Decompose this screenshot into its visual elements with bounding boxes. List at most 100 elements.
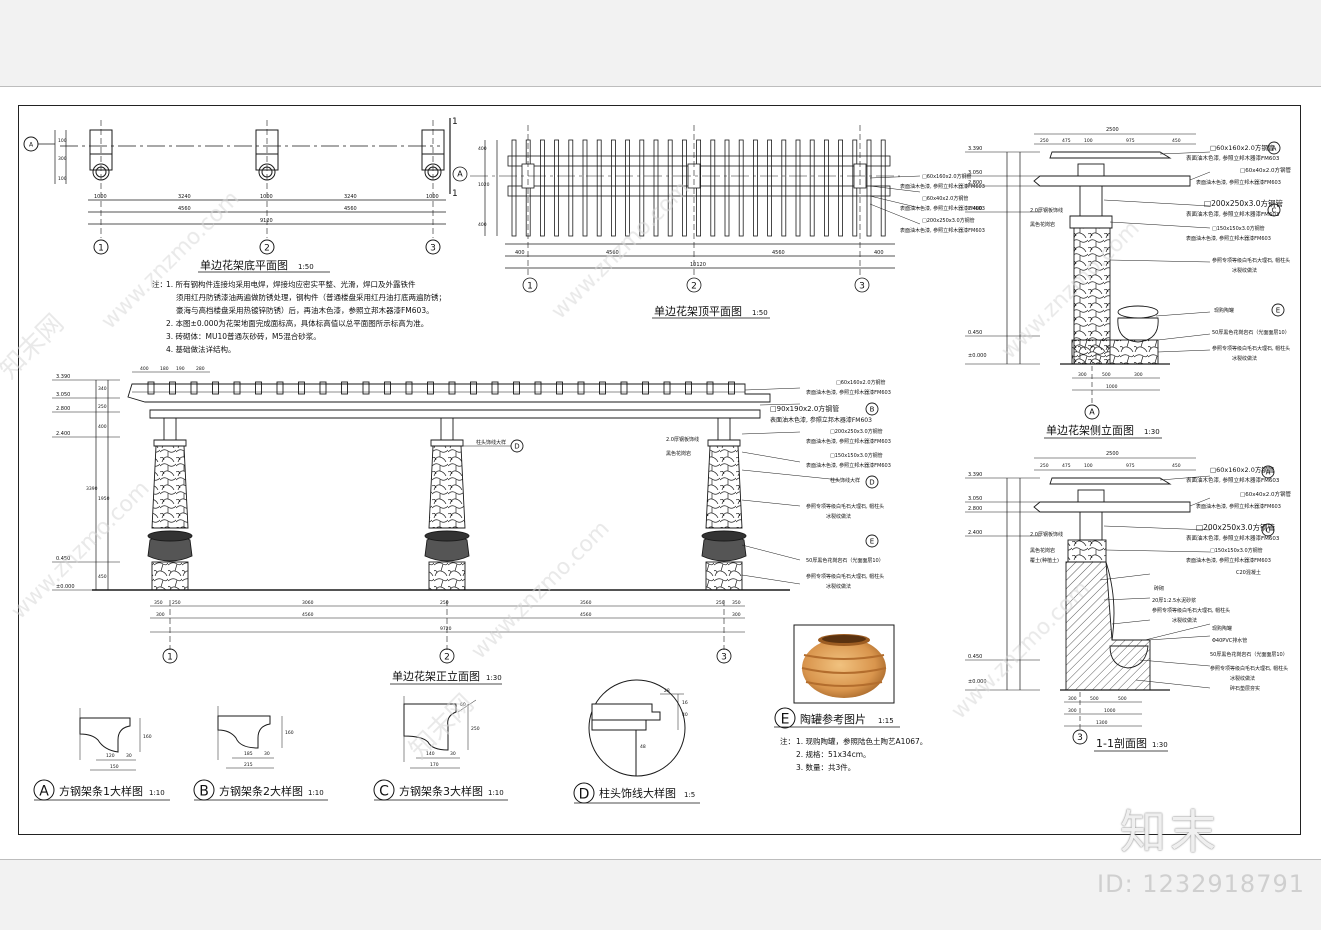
top-plan-slat xyxy=(809,139,815,237)
sec-callout-13: 冰裂纹做法 xyxy=(1172,617,1197,624)
side-callout-10: 冰裂纹做法 xyxy=(1232,267,1257,274)
svg-text:E: E xyxy=(1276,307,1280,315)
svg-text:3: 3 xyxy=(1077,733,1083,743)
front-rafter-block xyxy=(642,381,649,395)
front-left-dim-4: 3390 xyxy=(86,486,98,492)
front-rafter-block xyxy=(298,381,305,395)
top-plan-slat xyxy=(667,139,673,237)
side-elev-scale: 1:30 xyxy=(1144,428,1160,436)
front-bot-dim-3: 3060 xyxy=(302,600,314,606)
front-rafter-block xyxy=(362,381,370,395)
top-plan-slat xyxy=(554,139,559,237)
front-callout-10: 参照专项等级白毛石大理石, 帽柱头 xyxy=(806,503,884,510)
svg-text:A: A xyxy=(1089,408,1095,417)
section-title: 1-1剖面图 xyxy=(1096,736,1147,750)
detail-b-title: 方钢架条2大样图 xyxy=(219,784,303,798)
base-plan-column-1 xyxy=(89,129,113,181)
front-callout-13: 参照专项等级白毛石大理石, 帽柱头 xyxy=(806,573,884,580)
detail-b-dim-3: 215 xyxy=(244,762,253,768)
front-rafter-block xyxy=(470,381,477,395)
top-plan-slat xyxy=(824,139,829,237)
base-dim-1: 1000 xyxy=(94,194,107,200)
side-elev-title: 单边花架侧立面图 xyxy=(1046,423,1134,437)
svg-text:C: C xyxy=(1272,207,1277,215)
sec-callout-10: 砖砌 xyxy=(1154,585,1164,592)
sec-callout-3: □60x40x2.0方钢管 xyxy=(1240,490,1291,498)
front-callout-9: 柱头饰线大样 xyxy=(830,477,860,484)
front-axis-3: 3 xyxy=(721,653,727,663)
svg-text:C: C xyxy=(1266,527,1271,535)
sec-top-dim-1: 250 xyxy=(1040,463,1049,469)
side-callout-3: □60x40x2.0方钢管 xyxy=(1240,166,1291,174)
detail-a-dim-4: 160 xyxy=(143,734,152,740)
side-level-2: 3.050 xyxy=(968,170,982,176)
front-rafter-block xyxy=(319,381,327,395)
front-level-5: 0.450 xyxy=(56,556,70,562)
sec-callout-6: 表面油木色漆, 参照立邦木器漆FM603 xyxy=(1186,534,1280,542)
detail-b-dim-1: 185 xyxy=(244,751,253,757)
base-dim-2: 3240 xyxy=(178,194,191,200)
top-plan-slat xyxy=(738,139,744,237)
side-bot-dim-2: 500 xyxy=(1102,372,1111,378)
front-levels-left xyxy=(52,379,120,591)
base-plan-column-3 xyxy=(421,129,445,181)
sec-level-5: 0.450 xyxy=(968,654,982,660)
side-level-3: 2.800 xyxy=(968,180,982,186)
sec-level-2: 3.050 xyxy=(968,496,982,502)
detail-c-scale: 1:10 xyxy=(488,789,504,797)
sec-top-dim-3: 100 xyxy=(1084,463,1093,469)
sec-level-4: 2.400 xyxy=(968,530,982,536)
front-rafter-block xyxy=(448,381,456,395)
top-callout-2: 表面油木色漆, 参照立邦木器漆FM603 xyxy=(900,183,985,190)
side-callout-7: □150x150x3.0方钢管 xyxy=(1212,225,1265,232)
detail-c-letter: C xyxy=(379,784,389,800)
sec-callout-8: 表面油木色漆, 参照立邦木器漆FM603 xyxy=(1186,557,1271,564)
base-plan-scale: 1:50 xyxy=(298,263,314,271)
front-elevation-rafters xyxy=(147,381,735,395)
svg-text:A: A xyxy=(29,142,34,149)
front-rafter-block xyxy=(491,381,499,395)
front-leaders xyxy=(458,387,879,585)
detail-a-dim-2: 30 xyxy=(126,753,132,759)
top-plan-leaders xyxy=(869,175,921,225)
side-levels xyxy=(965,151,1040,365)
svg-text:1: 1 xyxy=(452,189,458,199)
side-top-dim-5: 450 xyxy=(1172,138,1181,144)
notes-line-6: 4. 基础做法详结构。 xyxy=(166,344,236,354)
sec-callout-14: 现购陶罐 xyxy=(1212,625,1232,632)
front-rafter-block xyxy=(728,381,735,395)
top-plan-slat xyxy=(582,139,588,237)
base-left-dim-1: 100 xyxy=(58,138,67,144)
sec-bot2-dim-1: 300 xyxy=(1068,708,1077,714)
sec-bot-dim-3: 500 xyxy=(1118,696,1127,702)
front-rafter-block xyxy=(556,381,563,395)
front-rafter-block xyxy=(577,381,585,395)
side-callout-4: 表面油木色漆, 参照立邦木器漆FM603 xyxy=(1196,179,1281,186)
svg-text:A: A xyxy=(1266,469,1271,477)
pot-letter: E xyxy=(781,712,790,728)
top-left-dim-2: 1020 xyxy=(478,182,490,188)
top-plan-slat xyxy=(682,139,687,237)
front-bot2-dim-4: 300 xyxy=(732,612,741,618)
front-left-callout-1: 2.0厚钢板饰线 xyxy=(666,436,699,443)
pot-note-3: 3. 数量：共3件。 xyxy=(796,762,855,772)
sec-callout-12: 参照专项等级白毛石大理石, 帽柱头 xyxy=(1152,607,1230,614)
top-plan-slat xyxy=(653,139,659,237)
front-bot2-dim-1: 300 xyxy=(156,612,165,618)
detail-a-letter: A xyxy=(39,784,49,800)
detail-c-dim-4: 250 xyxy=(471,726,480,732)
side-level-4: 2.400 xyxy=(968,206,982,212)
front-left-dim-5: 1950 xyxy=(98,496,110,502)
top-plan xyxy=(452,125,921,293)
section-1-1 xyxy=(965,457,1275,745)
svg-text:1: 1 xyxy=(452,117,458,127)
side-bot-dim-3: 300 xyxy=(1134,372,1143,378)
top-plan-slat xyxy=(625,139,630,237)
front-left-dim-2: 250 xyxy=(98,404,107,410)
front-elevation-posts xyxy=(147,417,747,591)
front-top-dim-4: 280 xyxy=(196,366,205,372)
front-rafter-block xyxy=(212,381,219,395)
top-plan-slat xyxy=(781,139,787,237)
side-callout-5: □200x250x3.0方钢管 xyxy=(1204,198,1284,208)
front-bot-dim-2: 250 xyxy=(172,600,181,606)
